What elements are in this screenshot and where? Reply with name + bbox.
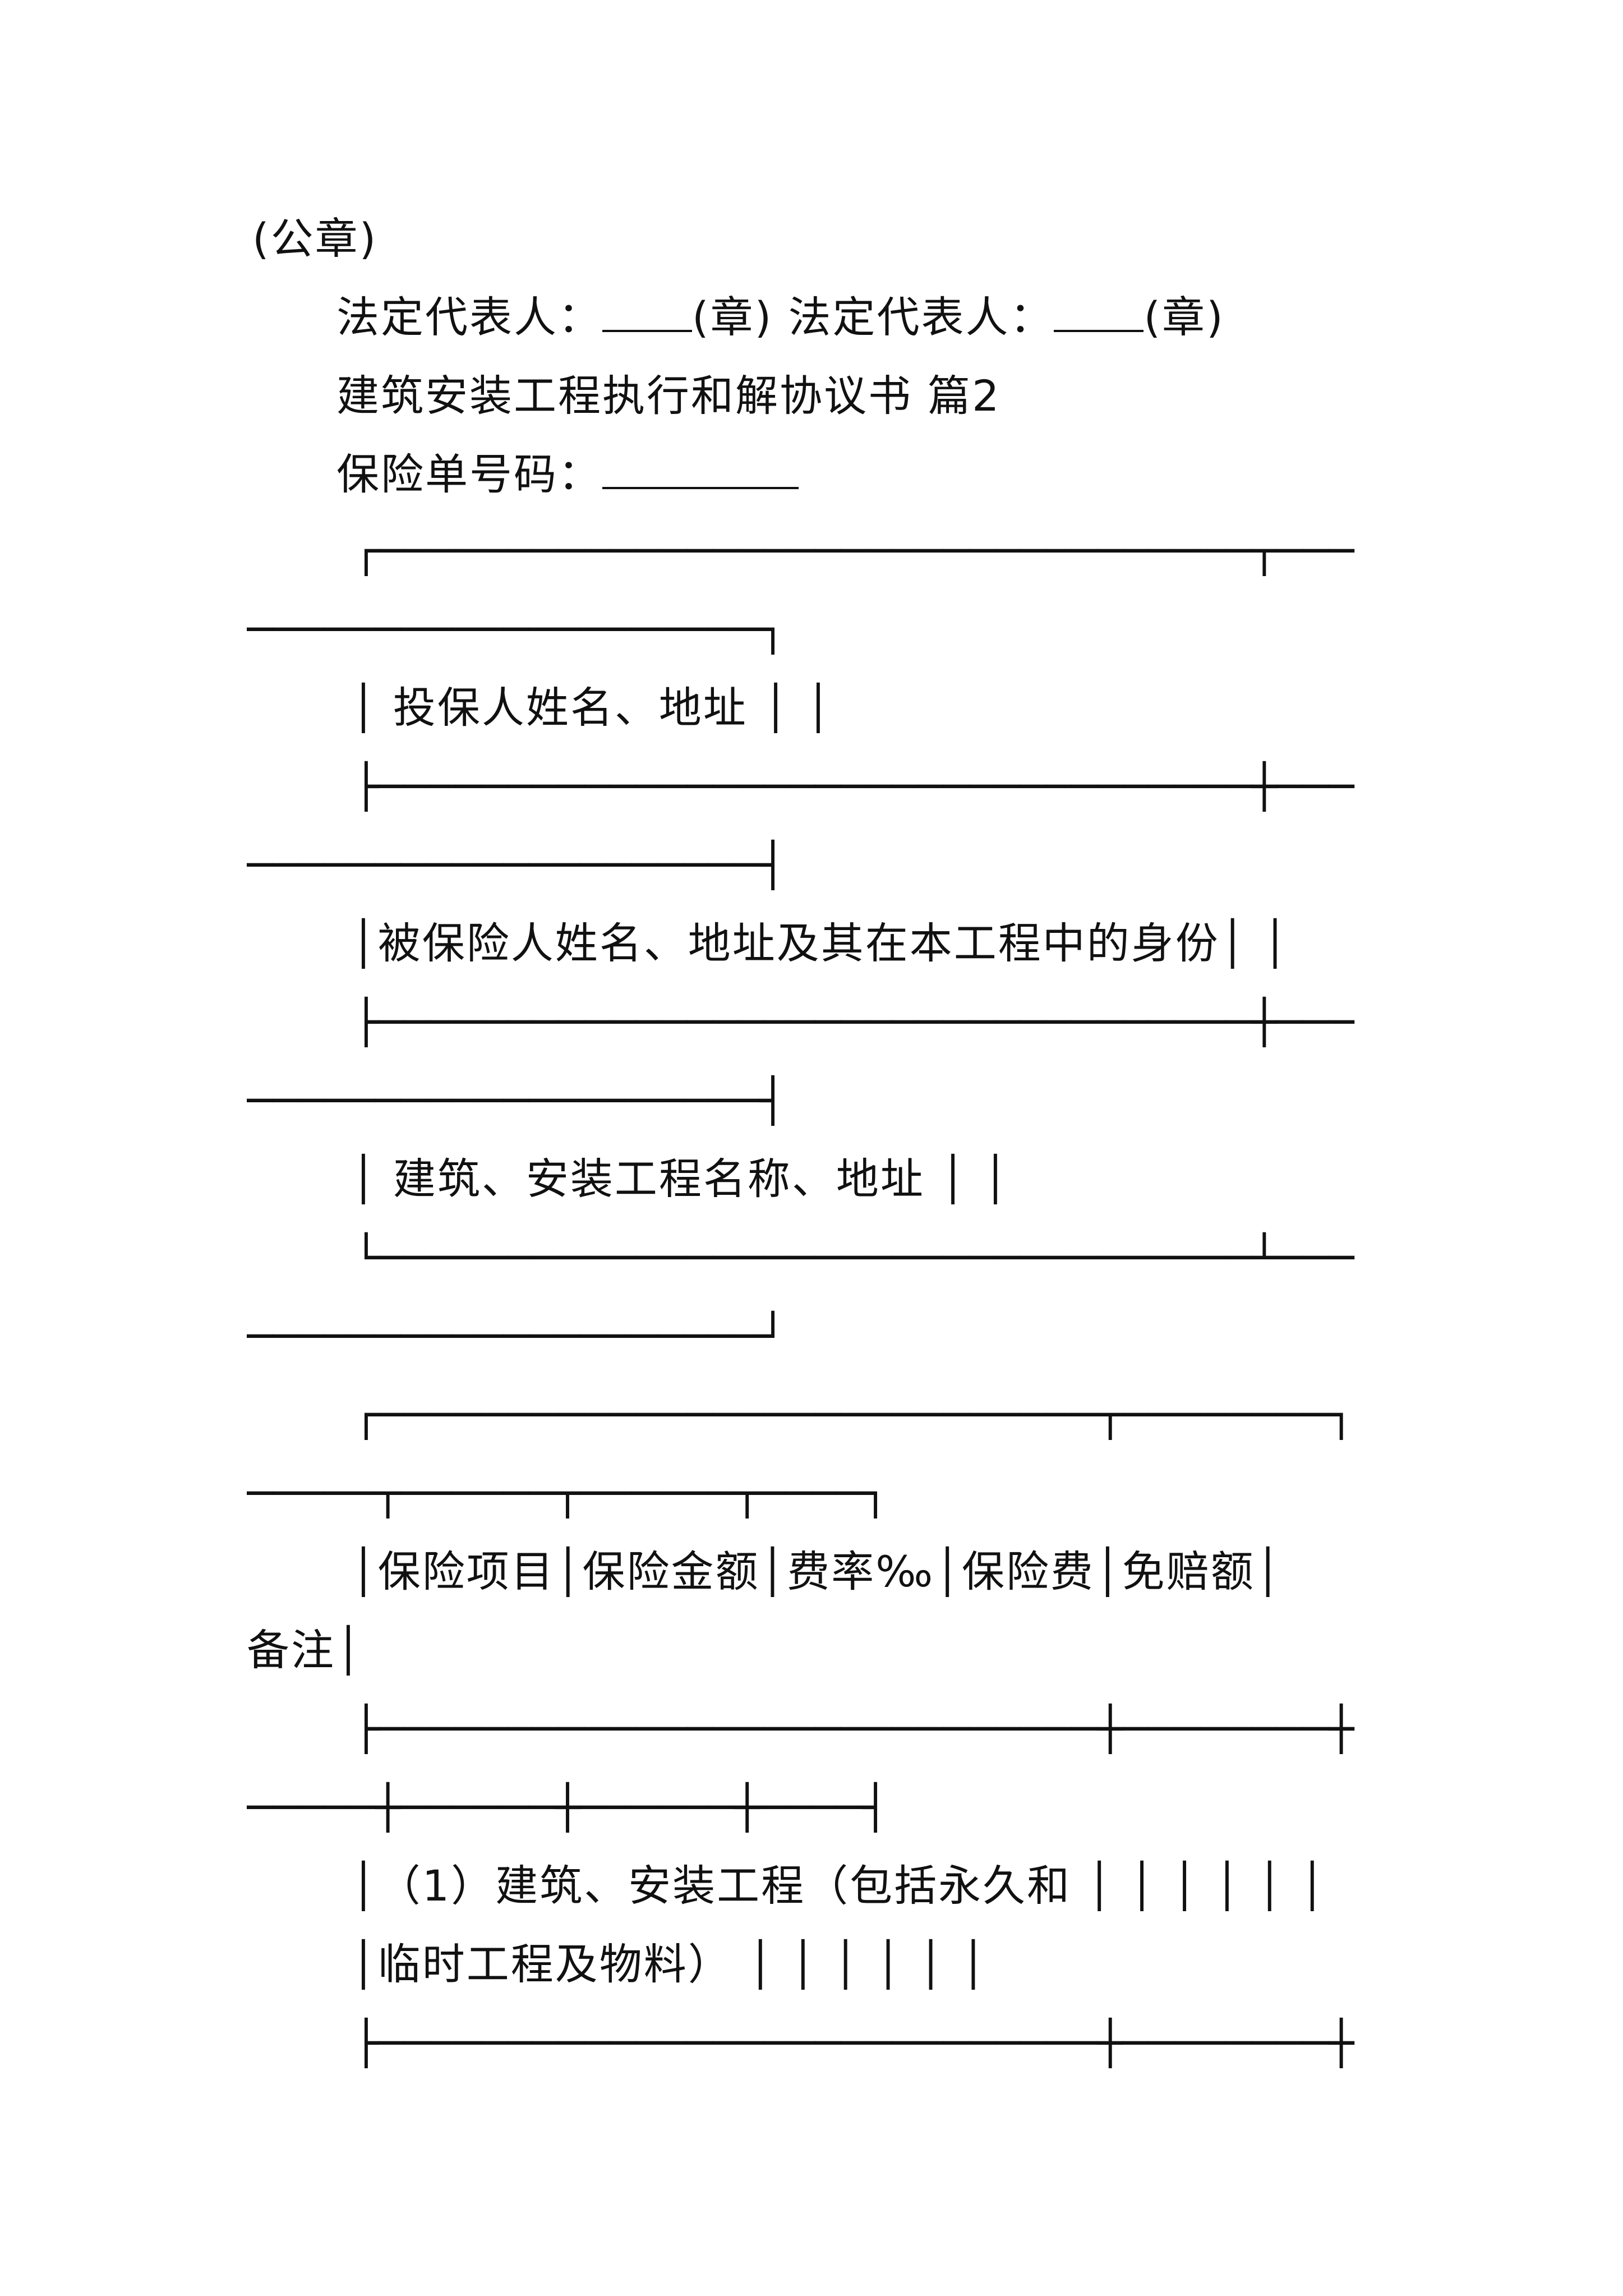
table2-header-row-wrap: 备注│ [247,1625,363,1675]
signature-line: 法定代表人： (章) 法定代表人： (章) [336,291,1225,344]
table1-mid-border-a-2: ├──────────────────────────────────┼─── [353,997,1354,1047]
document-title: 建筑安装工程执行和解协议书 篇2 [336,371,1001,421]
policy-number-line: 保险单号码： [336,448,799,501]
table1-row-policyholder: │ 投保人姓名、地址 │ │ [351,683,833,733]
table1-mid-border-a-1: ├──────────────────────────────────┼─── [353,761,1354,811]
legal-rep-label-2: 法定代表人： [788,292,1054,342]
seal-note: (公章) [252,214,378,264]
signature-blank-2 [1054,291,1144,332]
table2-mid-border-a: ├────────────────────────────┼────────┼ [353,1704,1354,1754]
seal-mark-2: (章) [1144,292,1225,342]
table1-row-insured: │被保险人姓名、地址及其在本工程中的身份│ │ [351,918,1290,968]
table1-top-border-a: ┌──────────────────────────────────┬─── [353,526,1354,576]
table1-mid-border-b-1: ────────────────────┤ [247,840,786,890]
policy-number-label: 保险单号码： [336,449,602,499]
table2-header-row: │保险项目│保险金额│费率‰│保险费│免赔额│ [351,1547,1283,1596]
table2-bottom-border-a: ├────────────────────────────┼────────┼ [353,2018,1354,2068]
table2-top-border-a: ┌────────────────────────────┬────────┐ [353,1389,1354,1439]
table1-mid-border-b-2: ────────────────────┤ [247,1075,786,1125]
signature-blank-1 [602,291,692,332]
table1-bottom-border-a: └──────────────────────────────────┴─── [353,1232,1354,1282]
legal-rep-label-1: 法定代表人： [336,292,602,342]
table1-top-border-b: ────────────────────┐ [247,604,786,654]
table2-top-border-b: ─────┬──────┬──────┬────┐ [247,1468,886,1518]
table2-row-construction-wrap: │临时工程及物料） │ │ │ │ │ │ [351,1939,988,1989]
table2-row-construction: │（1）建筑、安装工程（包括永久和 │ │ │ │ │ │ [351,1861,1327,1911]
seal-mark-1: (章) [692,292,773,342]
table1-bottom-border-b: ────────────────────┘ [247,1311,786,1361]
table2-mid-border-b: ─────┼──────┼──────┼────┤ [247,1782,886,1832]
table1-row-project: │ 建筑、安装工程名称、地址 │ │ [351,1154,1010,1204]
policy-number-blank [602,448,799,489]
